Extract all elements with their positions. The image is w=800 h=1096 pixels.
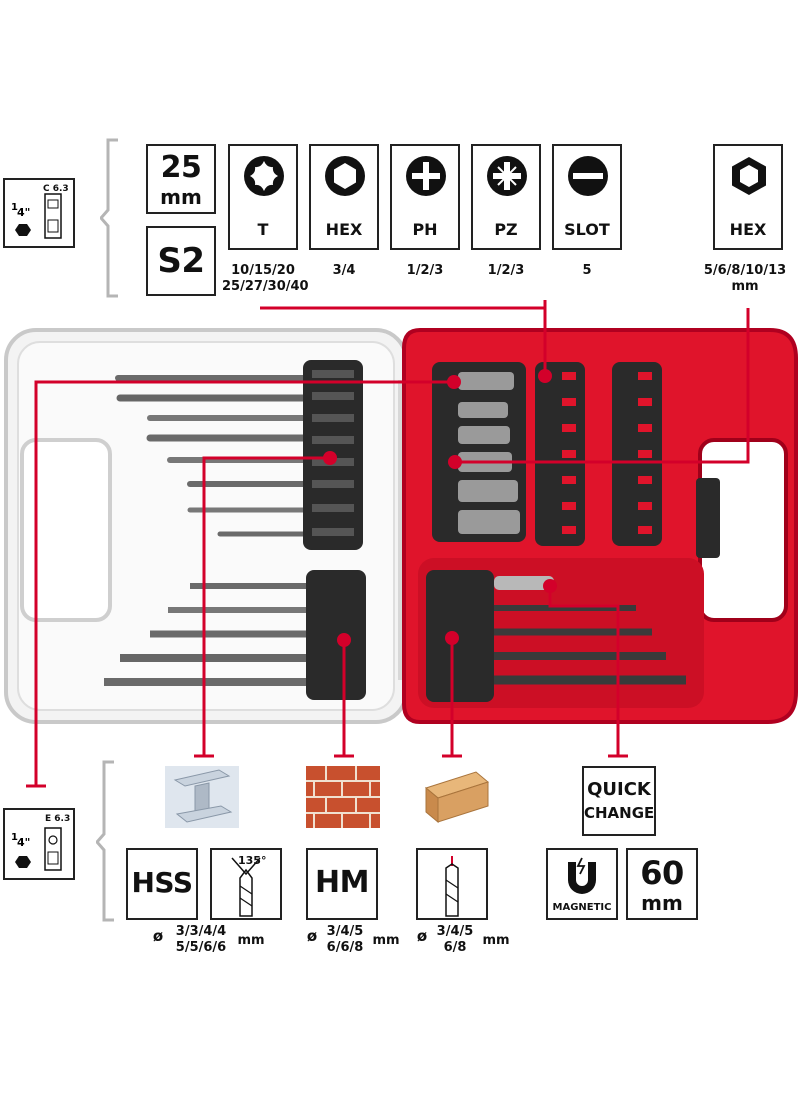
hm-diameter-symbol: ø	[306, 927, 318, 945]
hss-angle: 135°	[238, 854, 267, 867]
hex-bit-badge: HEX	[309, 144, 379, 250]
holder-length-value: 60	[640, 854, 684, 892]
material-label: S2	[157, 241, 205, 281]
drill-bits-lower	[104, 583, 320, 686]
nut-setters	[458, 372, 520, 534]
shank-e-fraction-num: 1	[11, 832, 18, 843]
magnetic-label: MAGNETIC	[552, 902, 612, 913]
phillips-label: PH	[412, 220, 438, 239]
hss-sizes-2: 5/5/6/6	[175, 940, 227, 955]
slot-icon	[568, 156, 608, 196]
nut-setter-label: HEX	[729, 220, 767, 239]
pozidriv-sizes: 1/2/3	[487, 263, 525, 278]
bit-length-value: 25	[160, 150, 202, 185]
drill-point-135-icon	[231, 857, 261, 917]
hm-badge: HM	[306, 848, 378, 920]
wood-unit: mm	[482, 933, 510, 948]
nut-setter-sizes: 5/6/8/10/13	[703, 263, 787, 278]
bit-length-badge: 25 mm	[146, 144, 216, 214]
bit-length-unit: mm	[160, 185, 202, 209]
hss-sizes-1: 3/3/4/4	[175, 924, 227, 939]
torx-sizes: 10/15/20	[231, 263, 295, 278]
leader-ends	[26, 740, 628, 788]
wood-sizes-2: 6/8	[443, 940, 467, 955]
torx-icon	[244, 156, 284, 196]
holder-length-unit: mm	[641, 891, 683, 915]
drill-holder-tray	[426, 570, 494, 702]
hm-unit: mm	[372, 933, 400, 948]
shank-c63-badge: 1 4" C 6.3	[3, 178, 75, 248]
shank-fraction-den: 4"	[17, 206, 30, 219]
torx-label: T	[257, 220, 269, 239]
material-badge: S2	[146, 226, 216, 296]
drill-bits-upper	[115, 375, 324, 537]
steel-beam-icon	[165, 766, 239, 828]
hm-sizes-1: 3/4/5	[326, 924, 364, 939]
hm-sizes-2: 6/6/8	[326, 940, 364, 955]
slot-sizes: 5	[582, 263, 592, 278]
nut-setter-badge: HEX	[713, 144, 783, 250]
leader-lines	[34, 300, 750, 760]
brick-wall-icon	[306, 766, 380, 828]
phillips-bit-badge: PH	[390, 144, 460, 250]
drill-bits-tray	[494, 576, 686, 685]
wood-diameter-symbol: ø	[416, 927, 428, 945]
wood-sizes-1: 3/4/5	[436, 924, 474, 939]
shank-e-fraction-den: 4"	[17, 836, 30, 849]
bit-holder-1	[535, 362, 585, 546]
quick-change-line1: QUICK	[587, 779, 651, 800]
bracket-bottom	[96, 760, 114, 922]
brad-point-drill-icon	[445, 856, 459, 917]
pozidriv-icon	[487, 156, 527, 196]
hss-unit: mm	[237, 933, 265, 948]
hex-icon	[325, 156, 365, 196]
shank-c63-icon: 1 4"	[11, 193, 62, 239]
hss-badge: HSS	[126, 848, 198, 920]
holder-length-badge: 60 mm	[626, 848, 698, 920]
magnetic-badge: MAGNETIC	[546, 848, 618, 920]
torx-bit-badge: T	[228, 144, 298, 250]
shank-fraction-num: 1	[11, 202, 18, 213]
hss-label: HSS	[131, 866, 193, 899]
shank-e-code: E 6.3	[45, 814, 71, 824]
phillips-icon	[406, 156, 446, 196]
hss-drill-tip-badge: 135°	[210, 848, 282, 920]
pozidriv-label: PZ	[494, 220, 518, 239]
slot-label: SLOT	[564, 220, 610, 239]
svg-text:1: 1	[11, 202, 18, 213]
nut-setter-unit: mm	[731, 279, 759, 294]
hss-diameter-symbol: ø	[152, 927, 164, 945]
slot-bit-badge: SLOT	[552, 144, 622, 250]
hm-label: HM	[315, 865, 369, 900]
bit-holder-2	[612, 362, 662, 546]
shank-e63-icon: 1 4"	[11, 827, 62, 871]
pozidriv-bit-badge: PZ	[471, 144, 541, 250]
shank-code: C 6.3	[43, 184, 69, 194]
bit-case-illustration	[4, 300, 798, 760]
hex-label: HEX	[325, 220, 363, 239]
torx-sizes-2: 25/27/30/40	[222, 279, 309, 294]
wood-drill-tip-badge	[416, 848, 488, 920]
shank-e63-badge: 1 4" E 6.3	[3, 808, 75, 880]
quick-change-line2: CHANGE	[584, 804, 655, 822]
magnet-icon	[568, 857, 596, 894]
quick-change-badge: QUICK CHANGE	[582, 766, 656, 836]
drill-holder-lower	[306, 570, 366, 700]
wood-plank-icon	[416, 766, 490, 828]
bracket-top	[100, 138, 118, 298]
hex-nut-icon	[732, 157, 766, 195]
phillips-sizes: 1/2/3	[406, 263, 444, 278]
hex-sizes: 3/4	[332, 263, 356, 278]
